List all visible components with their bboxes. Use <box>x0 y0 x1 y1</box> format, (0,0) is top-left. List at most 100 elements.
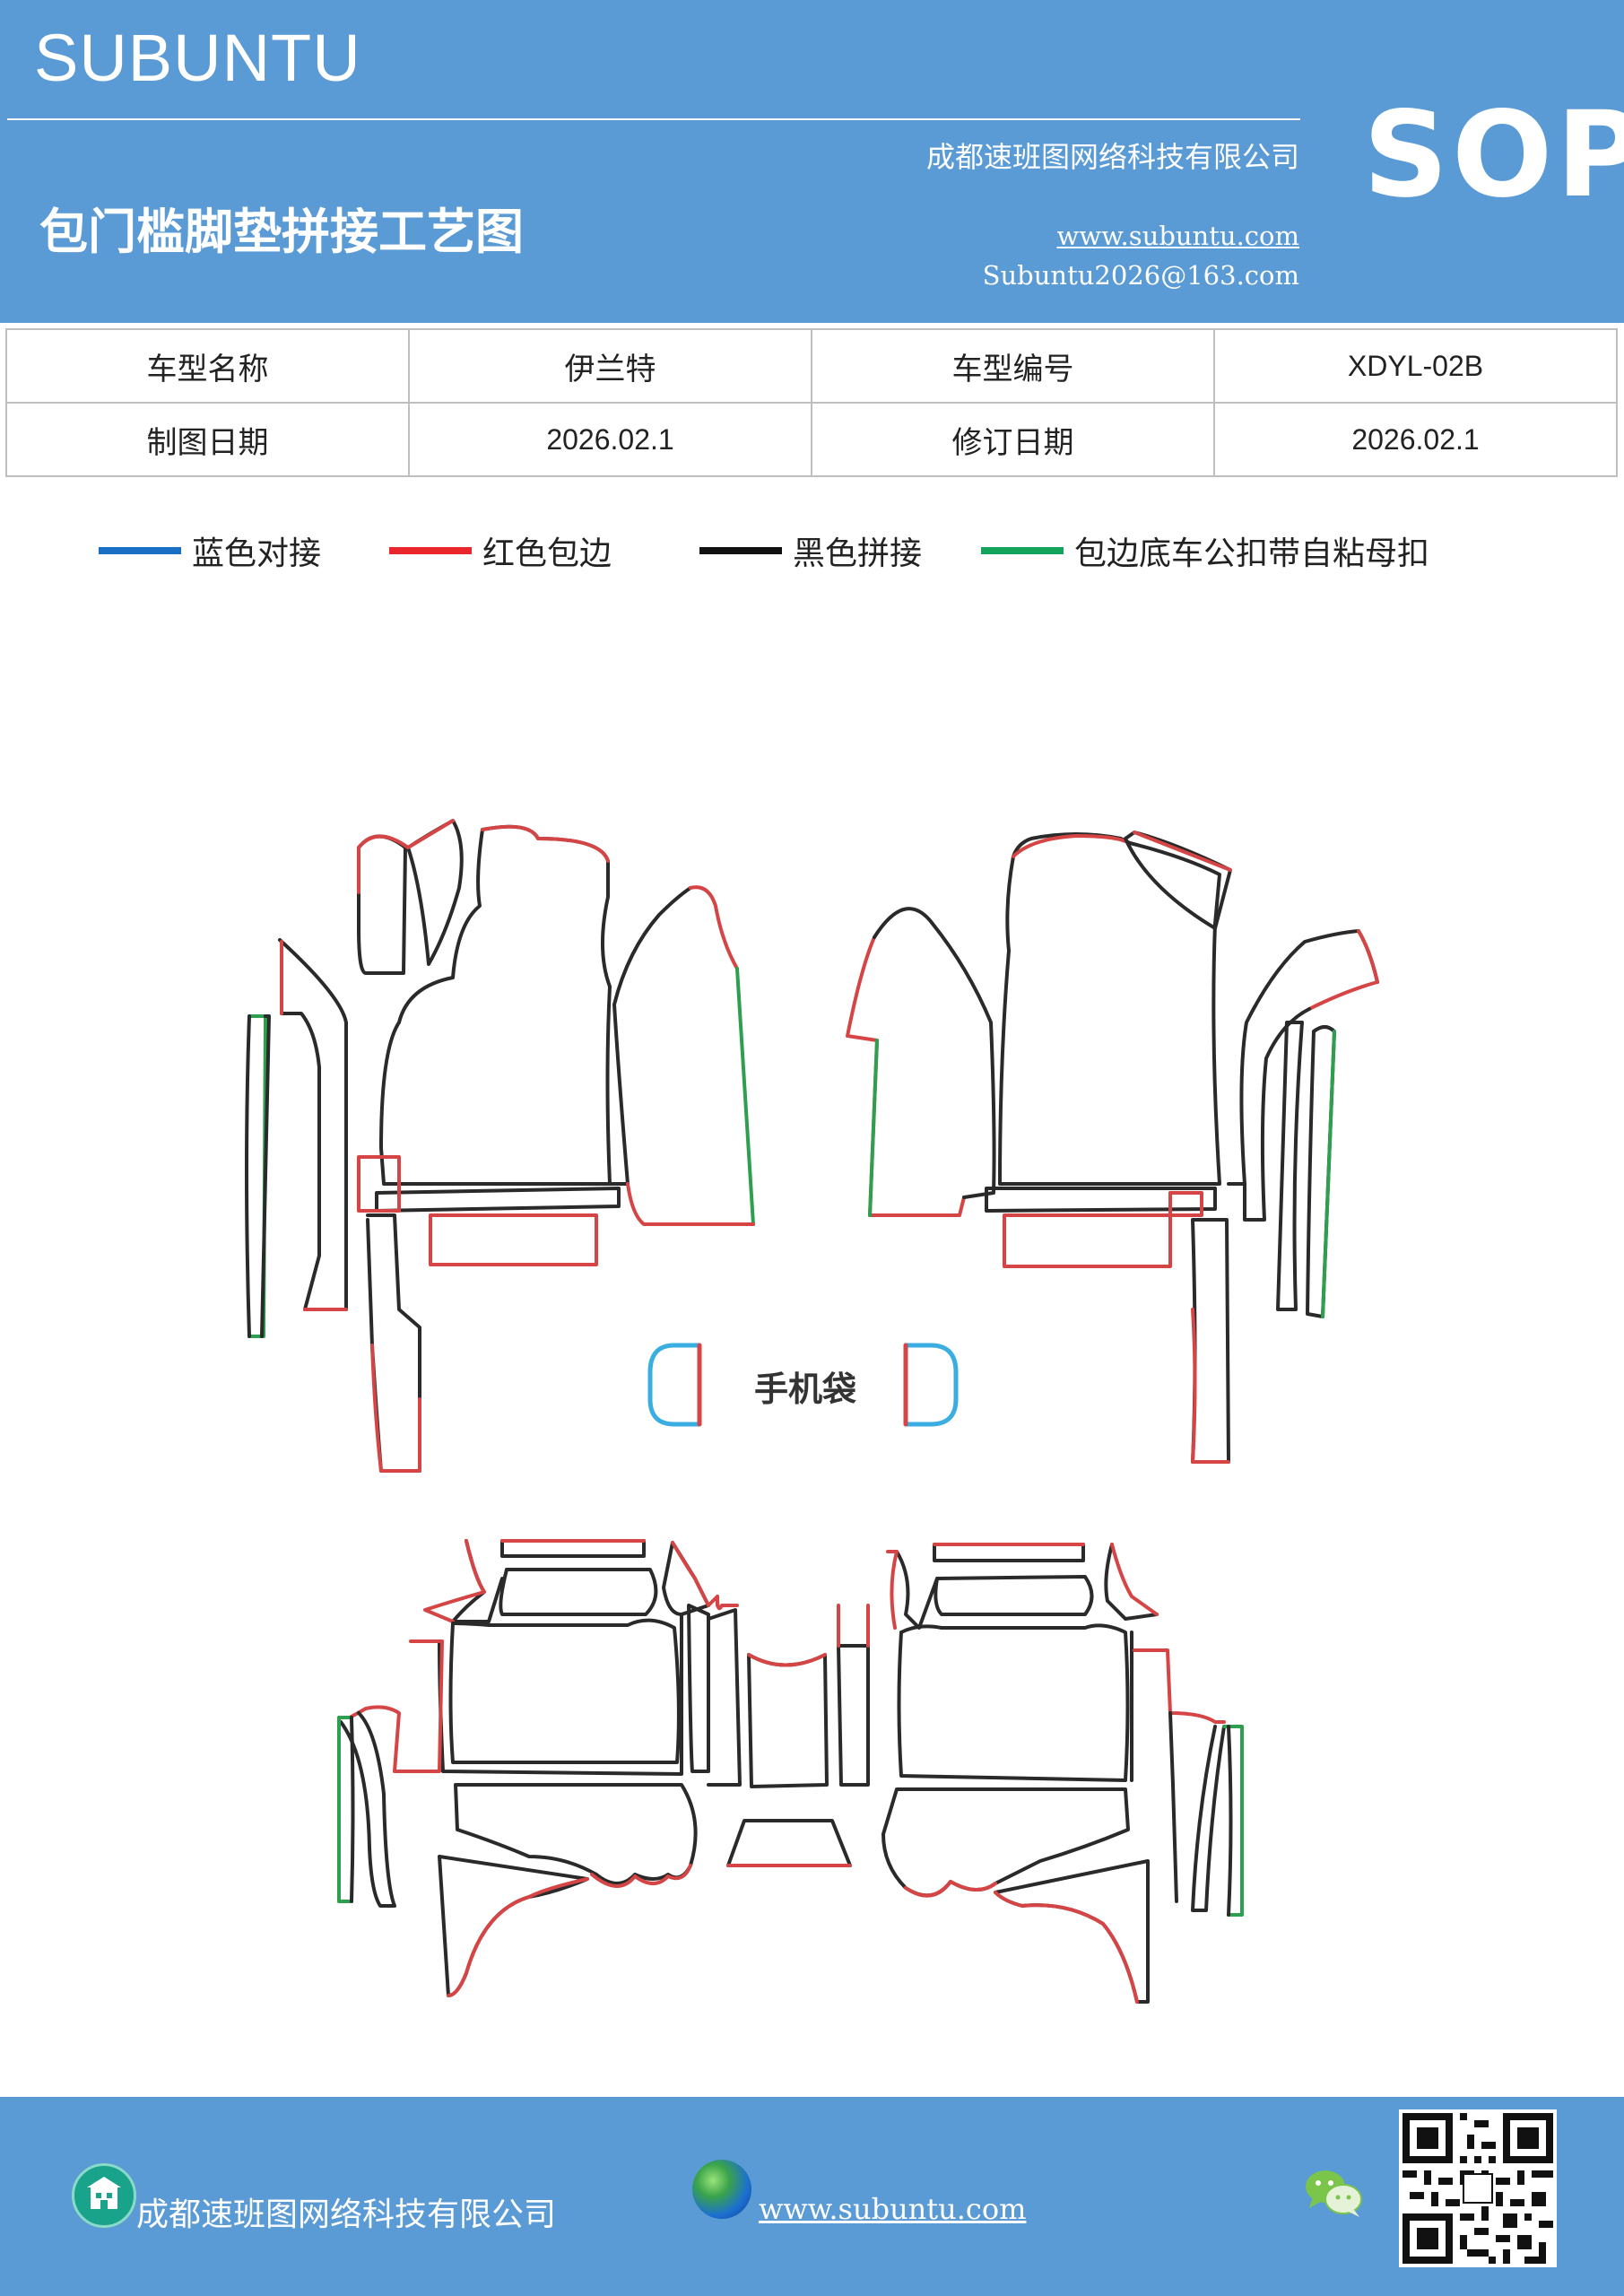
footer-company-name: 成都速班图网络科技有限公司 <box>136 2196 557 2233</box>
rr-top-strip <box>933 1543 1085 1562</box>
fr-side-green-edge <box>868 1039 879 1217</box>
wechat-icon[interactable] <box>1302 2165 1367 2219</box>
legend-label: 红色包边 <box>482 535 612 572</box>
draw-date-label: 制图日期 <box>5 402 410 477</box>
fl-slant-edge <box>406 819 455 849</box>
rl-corner-left-edge <box>423 1539 486 1623</box>
fr-passenger-mat <box>998 832 1221 1186</box>
fr-sill-strip <box>1306 1025 1336 1318</box>
legend-item-red: 红色包边 <box>389 527 612 574</box>
email-address: Subuntu2026@163.com <box>982 260 1299 291</box>
model-code-label: 车型编号 <box>811 328 1215 404</box>
brand-name: SUBUNTU <box>34 21 361 95</box>
rc-left-tab-edge <box>716 1595 739 1611</box>
fr-passenger-mat-edge <box>1012 834 1127 858</box>
rl-outer-inner <box>350 1716 355 1903</box>
fl-pillar-piece <box>278 938 348 1311</box>
table-row: 制图日期 2026.02.1 修订日期 2026.02.1 <box>5 402 1618 477</box>
footer-website-link[interactable]: www.subuntu.com <box>759 2192 1027 2226</box>
rl-bottom-piece-edge <box>447 1877 589 1997</box>
fl-side-green-edge <box>735 967 755 1226</box>
globe-icon <box>692 2160 751 2219</box>
fr-small-block <box>1168 1191 1203 1217</box>
fr-corner-piece <box>1124 831 1232 930</box>
phone-pocket-left <box>647 1343 702 1427</box>
fl-pillar-edge <box>280 940 348 1311</box>
rc-tunnel-top-edge <box>747 1653 827 1667</box>
header-divider <box>7 118 1300 120</box>
rl-lower-mat-edge <box>590 1864 692 1888</box>
legend-swatch-red <box>389 547 472 554</box>
legend-item-green: 包边底车公扣带自粘母扣 <box>981 527 1429 574</box>
fr-lower-leg-piece <box>1191 1218 1230 1464</box>
rr-corner-left-edge <box>886 1550 899 1630</box>
front-left-mat-group <box>245 819 755 1473</box>
rr-seat-main <box>897 1623 1130 1782</box>
fl-lower-leg-piece <box>366 1213 421 1473</box>
fl-sill-strip <box>245 1014 271 1338</box>
fr-lower-leg-edge <box>1191 1308 1230 1464</box>
rl-bottom-piece <box>438 1855 589 1997</box>
table-row: 车型名称 伊兰特 车型编号 XDYL-02B <box>5 328 1618 404</box>
rl-seat-outline <box>438 1613 683 1776</box>
vehicle-info-table: 车型名称 伊兰特 车型编号 XDYL-02B 制图日期 2026.02.1 修订… <box>5 328 1618 477</box>
rc-tunnel-top <box>747 1653 829 1788</box>
rr-outer-inner <box>1227 1725 1233 1917</box>
rc-inner-left <box>707 1608 742 1787</box>
fr-threshold-strip <box>985 1187 1217 1213</box>
rc-inner-right <box>837 1644 870 1787</box>
fr-heel-pad <box>1003 1213 1172 1268</box>
rr-corner-left <box>895 1550 939 1630</box>
phone-pocket-label: 手机袋 <box>754 1370 856 1409</box>
rl-top-strip <box>500 1539 646 1558</box>
rl-seat-main <box>448 1618 681 1764</box>
legend-item-blue: 蓝色对接 <box>99 527 321 574</box>
rr-corner-right-edge <box>1110 1543 1159 1616</box>
rr-outer-strip <box>1191 1725 1226 1912</box>
legend-label: 包边底车公扣带自粘母扣 <box>1074 535 1430 572</box>
fl-driver-mat-edge <box>481 824 610 863</box>
rr-seat-top <box>934 1575 1094 1616</box>
fl-tall-back-edge <box>357 834 410 894</box>
front-right-mat-group <box>846 831 1379 1464</box>
rr-bottom-piece-edge <box>994 1891 1139 2004</box>
rr-outer-green-edge <box>1222 1725 1244 1917</box>
rr-lower-mat-edge <box>904 1880 997 1898</box>
fr-sill-green-edge <box>1321 1030 1336 1318</box>
model-code-value: XDYL-02B <box>1213 328 1618 404</box>
rr-lower-mat <box>881 1787 1130 1898</box>
fl-side-curve-edge <box>689 885 739 970</box>
fl-threshold-strip <box>375 1187 621 1213</box>
rr-bottom-piece <box>994 1859 1150 2004</box>
revision-date-value: 2026.02.1 <box>1213 402 1618 477</box>
rr-corner-right <box>1104 1543 1159 1621</box>
fl-heel-pad <box>429 1213 598 1266</box>
fr-corner-edge <box>1133 831 1232 872</box>
rl-outer-edge <box>348 1639 444 1773</box>
phone-pocket-group: 手机袋 <box>647 1343 959 1427</box>
footer-banner: 成都速班图网络科技有限公司 www.subuntu.com <box>0 2097 1624 2296</box>
legend-item-black: 黑色拼接 <box>699 527 922 574</box>
rl-outer-strip <box>339 1711 396 1908</box>
model-name-value: 伊兰特 <box>408 328 812 404</box>
rc-left-strip <box>687 1604 710 1773</box>
header-banner: SUBUNTU 成都速班图网络科技有限公司 包门槛脚垫拼接工艺图 www.sub… <box>0 0 1624 323</box>
rl-seat-top <box>499 1568 658 1616</box>
website-link[interactable]: www.subuntu.com <box>1056 221 1299 251</box>
legend-label: 蓝色对接 <box>192 535 322 572</box>
qr-code-icon <box>1399 2109 1557 2267</box>
rc-right-tab-edge <box>837 1604 870 1648</box>
fl-bottom-edge <box>626 1182 755 1226</box>
rear-mat-group <box>337 1539 1244 2004</box>
legend-swatch-green <box>981 547 1064 554</box>
revision-date-label: 修订日期 <box>811 402 1215 477</box>
color-legend: 蓝色对接 红色包边 黑色拼接 包边底车公扣带自粘母扣 <box>0 527 1624 572</box>
fl-lower-leg-edge <box>370 1344 421 1473</box>
fr-side-piece-edge <box>846 935 966 1217</box>
fl-small-block <box>357 1155 401 1213</box>
rl-corner-right <box>662 1541 710 1616</box>
fl-side-curve <box>608 886 692 1186</box>
phone-pocket-right <box>903 1343 959 1427</box>
building-icon <box>72 2163 136 2228</box>
